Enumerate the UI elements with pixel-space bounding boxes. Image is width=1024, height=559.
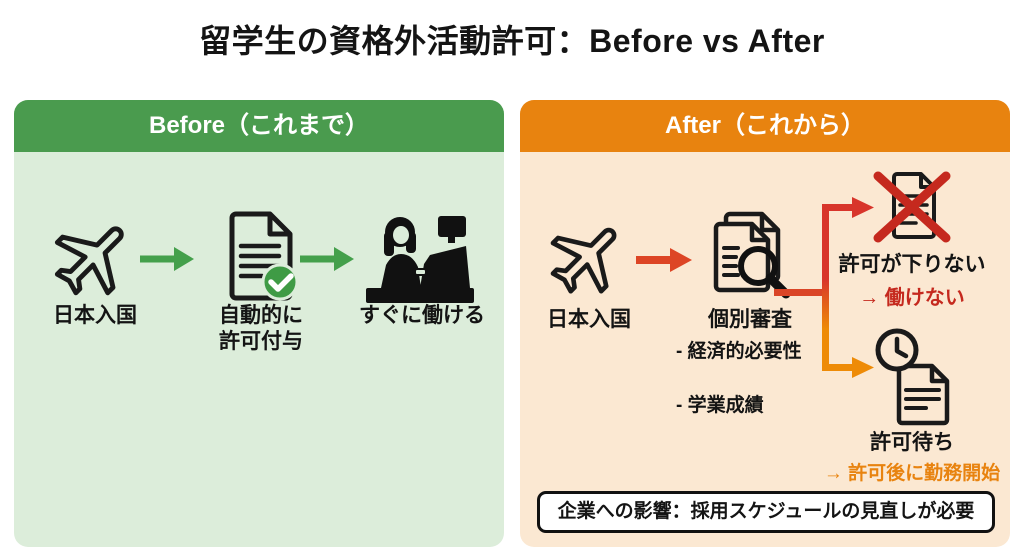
outcome-consequence: → 許可後に勤務開始: [823, 463, 1001, 484]
after-panel-header: After（これから）: [520, 100, 1010, 152]
before-panel: Before（これまで） 日本入国: [14, 100, 504, 547]
x-mark-icon: [873, 171, 951, 243]
arrow-right-icon: [300, 246, 354, 272]
before-step-label: 日本入国: [53, 304, 137, 327]
after-step-label: 日本入国: [547, 308, 631, 331]
criteria-item: - 学業成績: [676, 395, 764, 416]
document-check-icon: [214, 208, 310, 306]
denied-document-icon: [870, 162, 954, 250]
outcome-consequence: → 働けない: [859, 287, 965, 309]
cashier-counter-icon: [364, 210, 476, 304]
after-step-label: 個別審査: [708, 308, 792, 331]
airplane-icon: [546, 214, 632, 300]
document-magnifier-icon: [702, 210, 798, 308]
company-impact-note: 企業への影響：採用スケジュールの見直しが必要: [537, 491, 995, 533]
before-panel-header: Before（これまで）: [14, 100, 504, 152]
airplane-icon: [50, 212, 140, 302]
before-step-label: すぐに働ける: [359, 304, 485, 327]
before-step-label: 自動的に 許可付与: [219, 304, 303, 353]
clock-document-icon: [868, 328, 958, 428]
review-criteria: - 経済的必要性 - 学業成績: [676, 338, 856, 419]
arrow-right-icon: [636, 246, 692, 274]
page-title: 留学生の資格外活動許可：Before vs After: [199, 23, 825, 59]
criteria-item: - 経済的必要性: [676, 341, 802, 362]
after-panel: After（これから） 日本入国: [520, 100, 1010, 547]
outcome-label: 許可待ち: [870, 431, 954, 454]
outcome-label: 許可が下りない: [838, 253, 986, 276]
branch-arrows: [774, 196, 886, 386]
arrow-right-icon: [140, 246, 194, 272]
